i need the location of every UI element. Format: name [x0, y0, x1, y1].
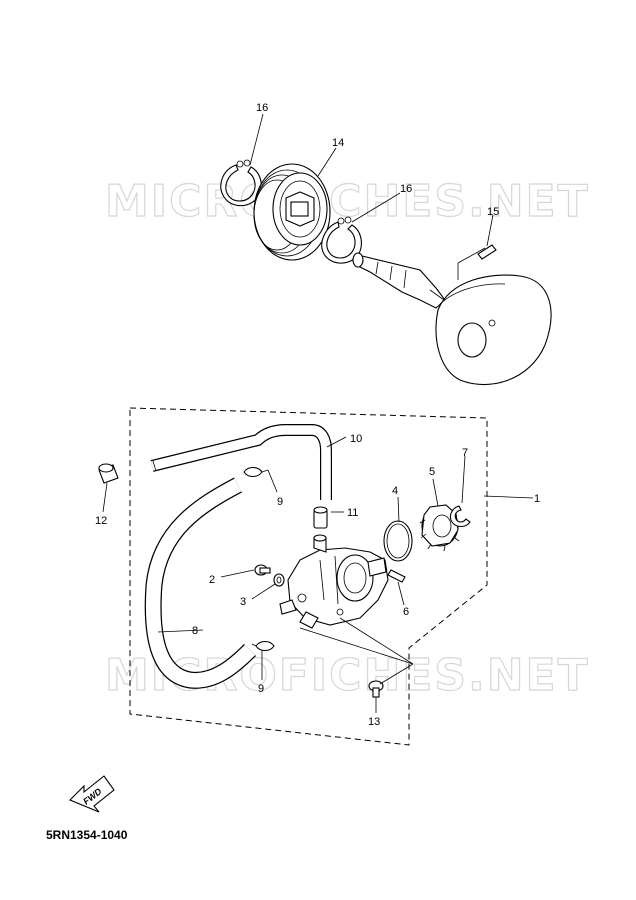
washer-part-3 [273, 573, 285, 587]
o-ring-part-4 [383, 520, 413, 562]
callout-10: 10 [350, 433, 362, 445]
cap-part-12 [98, 463, 119, 484]
callout-8: 8 [192, 625, 198, 637]
clamp-part-9-bottom [251, 640, 275, 652]
hose-part-10 [150, 424, 332, 500]
callout-11: 11 [347, 507, 358, 519]
callout-1: 1 [534, 493, 540, 505]
circlip-part-16-right [321, 216, 362, 264]
bolt-part-13 [368, 680, 384, 698]
callout-5: 5 [429, 466, 435, 478]
callout-14: 14 [332, 137, 344, 149]
callout-12: 12 [95, 515, 107, 527]
assembly-outline-part-1 [129, 407, 488, 746]
callout-15: 15 [487, 206, 499, 218]
gear-part-5 [419, 504, 460, 552]
callout-7: 7 [462, 447, 468, 459]
callout-9-top: 9 [277, 496, 283, 508]
fwd-arrow-icon: FWD [69, 775, 115, 813]
callout-3: 3 [240, 596, 246, 608]
hose-part-8 [144, 477, 257, 689]
pin-part-6 [387, 569, 406, 583]
callout-16-top: 16 [256, 102, 268, 114]
bolt-part-2 [254, 564, 271, 576]
diagram-code: 5RN1354-1040 [46, 828, 128, 842]
pulley-part-14 [253, 163, 331, 261]
callout-2: 2 [209, 574, 215, 586]
watermark-top: MICROFICHES.NET [105, 176, 590, 227]
guide-line-pump-to-bolt [299, 617, 414, 685]
callout-9-bottom: 9 [258, 683, 264, 695]
callout-13: 13 [368, 716, 380, 728]
fitting-part-11 [313, 506, 328, 529]
callout-16-right: 16 [400, 183, 412, 195]
callout-6: 6 [403, 606, 409, 618]
pin-part-15 [477, 244, 497, 260]
circlip-part-16-left [220, 159, 262, 207]
crankshaft [352, 252, 552, 386]
circlip-part-7 [449, 505, 471, 528]
clamp-part-9-top [243, 466, 269, 478]
callout-4: 4 [392, 485, 398, 497]
water-pump-body [279, 534, 389, 629]
leader-lines [102, 113, 534, 713]
